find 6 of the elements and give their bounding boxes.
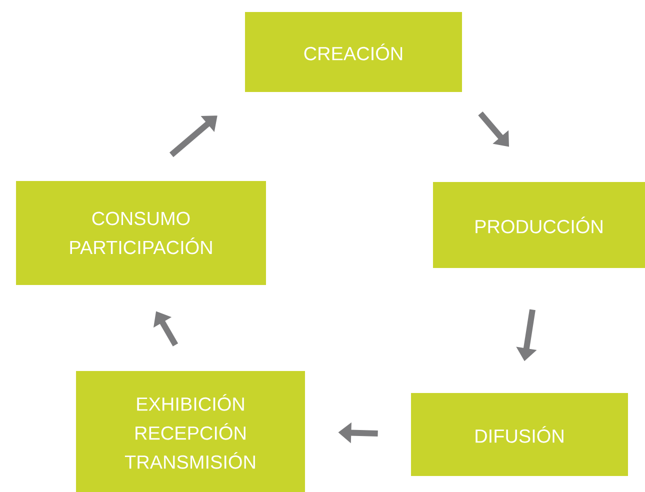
process-box: PRODUCCIÓN: [433, 182, 645, 268]
process-box: CONSUMO PARTICIPACIÓN: [16, 181, 266, 285]
process-box: DIFUSIÓN: [411, 392, 628, 476]
process-box: CREACIÓN: [245, 12, 462, 92]
process-box: EXHIBICIÓN RECEPCIÓN TRANSMISIÓN: [76, 370, 305, 492]
arrow: [169, 116, 218, 158]
